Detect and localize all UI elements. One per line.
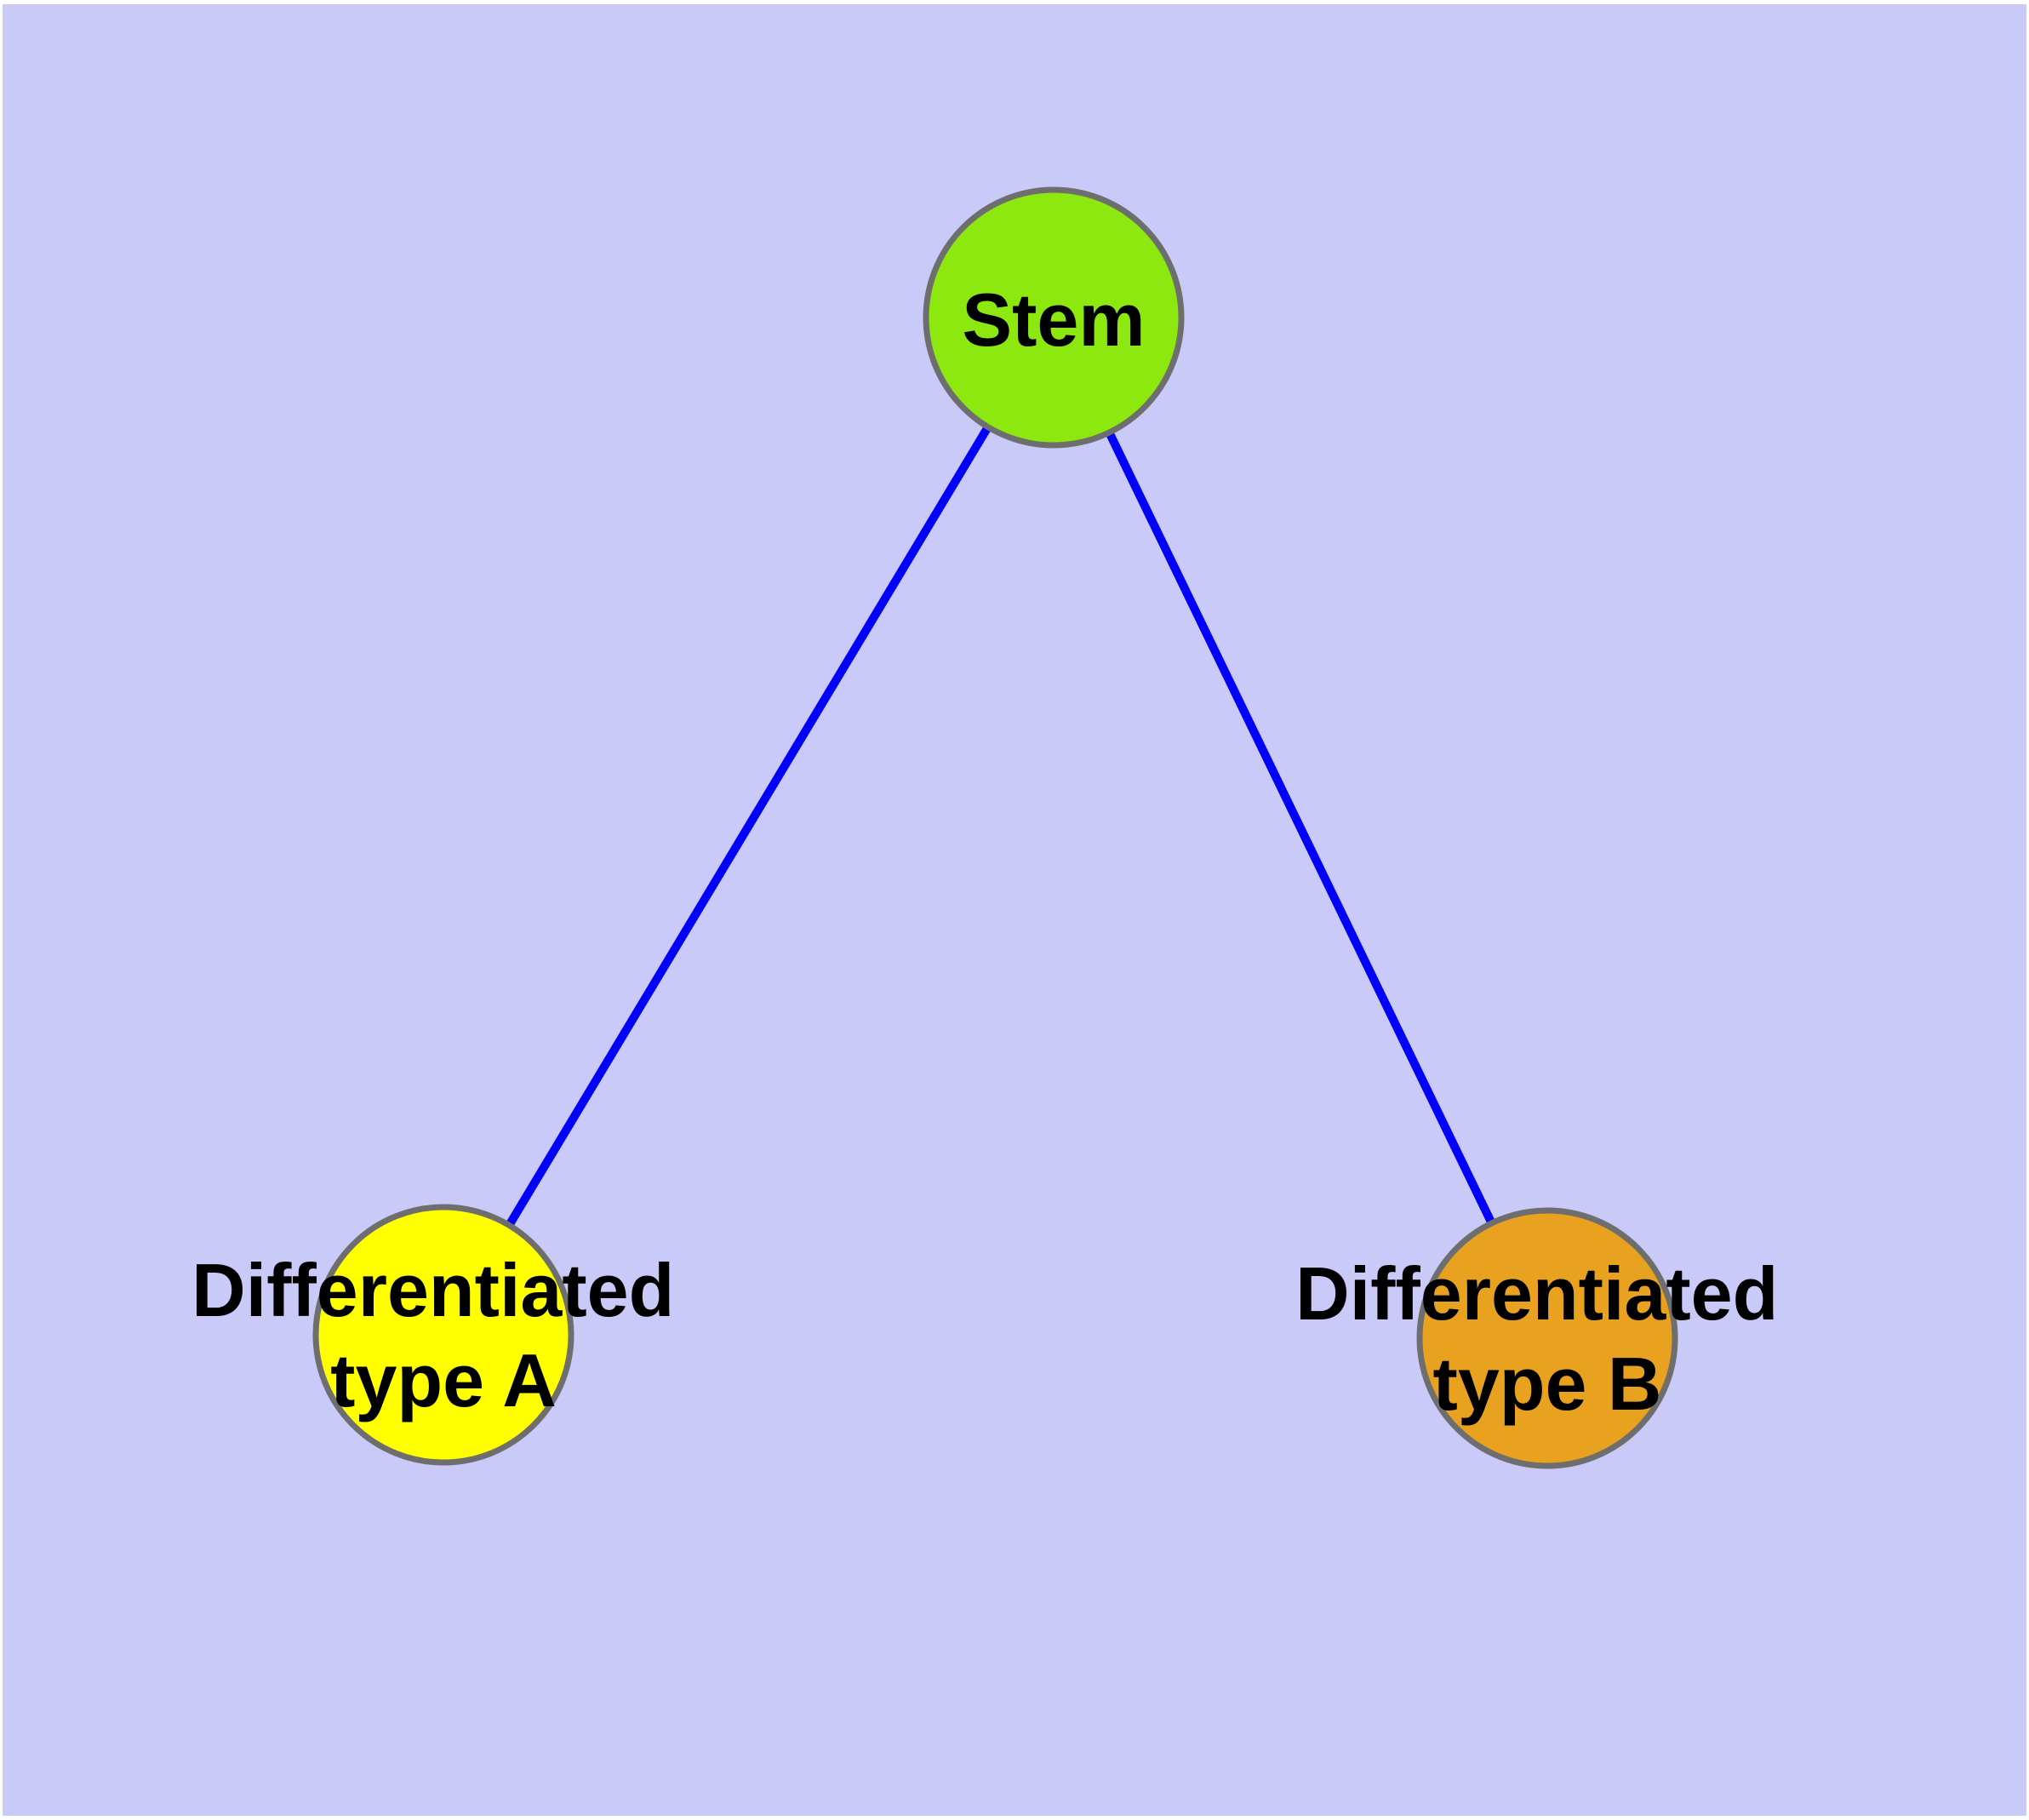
node-differentiated-type-b xyxy=(1416,1207,1678,1469)
node-label-type-b-line1: Differentiated xyxy=(1295,1251,1778,1336)
node-stem xyxy=(923,186,1185,449)
node-label-type-a-line1: Differentiated xyxy=(191,1248,674,1332)
node-label-type-a-line2: type A xyxy=(330,1338,557,1422)
edge-stem-to-type-a xyxy=(439,315,1058,1337)
node-differentiated-type-a xyxy=(312,1204,574,1466)
edge-stem-to-type-b xyxy=(1049,315,1552,1341)
node-label-type-b-line2: type B xyxy=(1433,1342,1662,1426)
node-label-differentiated-type-a: Differentiated type A xyxy=(191,1248,695,1422)
node-label-differentiated-type-b: Differentiated type B xyxy=(1295,1251,1799,1426)
node-label-stem: Stem xyxy=(962,278,1145,362)
